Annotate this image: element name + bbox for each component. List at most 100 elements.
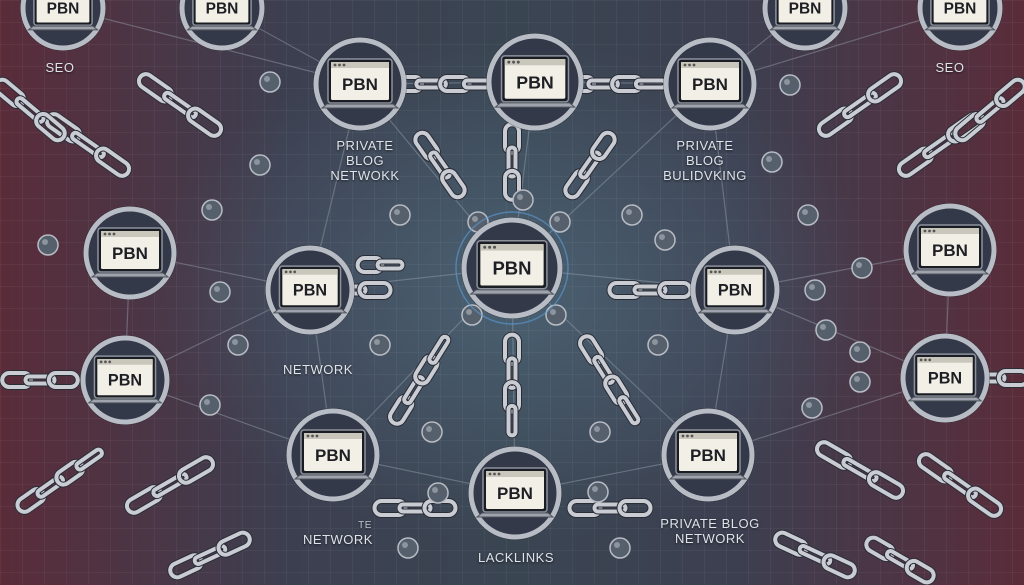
laptop-base bbox=[910, 269, 990, 275]
connector-dot-highlight bbox=[809, 284, 815, 290]
pbn-node-label: PBN bbox=[944, 0, 977, 17]
laptop-screen bbox=[917, 357, 973, 394]
laptop-icon: PBN bbox=[924, 0, 996, 31]
window-dot bbox=[293, 270, 297, 274]
chain-link bbox=[607, 281, 643, 299]
window-dot bbox=[928, 229, 931, 233]
chain-link bbox=[428, 150, 452, 180]
laptop-base bbox=[469, 289, 555, 295]
chain-link bbox=[567, 499, 603, 517]
connector-dot-highlight bbox=[806, 402, 812, 408]
chain-link bbox=[563, 168, 590, 200]
laptop-icon: PBN bbox=[469, 239, 555, 295]
laptop-screen bbox=[778, 0, 832, 23]
chain-link bbox=[14, 96, 46, 124]
connector-dot-highlight bbox=[264, 76, 270, 82]
pbn-node-label: PBN bbox=[690, 446, 726, 465]
chain-link bbox=[151, 471, 189, 499]
screen-titlebar bbox=[101, 231, 159, 237]
chain-link bbox=[866, 470, 906, 500]
connector-dot-highlight bbox=[856, 262, 862, 268]
chain-link bbox=[192, 543, 228, 567]
chain-link bbox=[216, 530, 252, 557]
connector-dot-icon bbox=[587, 481, 609, 503]
connector-dot-icon bbox=[779, 74, 801, 96]
pbn-node-label: PBN bbox=[315, 446, 351, 465]
chain-link-icon bbox=[772, 529, 858, 581]
window-dot bbox=[919, 358, 923, 362]
window-dot bbox=[104, 360, 107, 364]
laptop-icon: PBN bbox=[186, 0, 258, 31]
chain-link bbox=[357, 281, 393, 299]
chain-link bbox=[816, 106, 854, 138]
window-dot bbox=[690, 434, 694, 438]
connector-dot-icon bbox=[249, 154, 271, 176]
pbn-node: PBN bbox=[486, 33, 584, 131]
chain-link bbox=[842, 90, 878, 120]
laptop-base bbox=[670, 103, 750, 109]
chain-link bbox=[136, 72, 174, 104]
chain-link-icon bbox=[0, 370, 81, 390]
pbn-node-label: PBN bbox=[112, 244, 148, 263]
pbn-node: PBN bbox=[900, 333, 990, 423]
connector-dot-highlight bbox=[854, 346, 860, 352]
chain-link-icon bbox=[502, 121, 522, 203]
connector-dot-icon bbox=[201, 199, 223, 221]
connector-dot-icon bbox=[37, 234, 59, 256]
laptop-icon: PBN bbox=[668, 429, 748, 480]
connector-dot-highlight bbox=[394, 209, 400, 215]
screen-titlebar bbox=[679, 433, 737, 439]
chain-link bbox=[578, 150, 602, 180]
connector-dot-highlight bbox=[466, 309, 472, 315]
pbn-node: PBN bbox=[80, 335, 170, 425]
chain-link bbox=[953, 112, 986, 143]
seo-label-right: SEO bbox=[935, 60, 965, 75]
private-blog-building-label: PRIVATE BLOG BULIDVKING bbox=[663, 138, 747, 183]
connector-dot-icon bbox=[427, 482, 449, 504]
laptop-icon: PBN bbox=[320, 58, 400, 109]
laptop-icon: PBN bbox=[475, 467, 555, 518]
pbn-node: PBN bbox=[690, 245, 780, 335]
chain-link-icon bbox=[952, 76, 1024, 144]
chain-link bbox=[46, 371, 80, 389]
chain-link bbox=[942, 470, 978, 500]
laptop-base bbox=[320, 103, 400, 109]
screen-titlebar bbox=[486, 471, 544, 477]
chain-link bbox=[592, 502, 628, 514]
chain-link-icon bbox=[815, 71, 905, 139]
chain-link bbox=[0, 371, 34, 389]
chain-link bbox=[974, 96, 1006, 124]
chain-link bbox=[578, 334, 605, 366]
laptop-screen bbox=[679, 433, 737, 471]
laptop-screen bbox=[101, 231, 159, 269]
window-dot bbox=[315, 434, 319, 438]
connector-dot-highlight bbox=[426, 426, 432, 432]
laptop-icon: PBN bbox=[493, 55, 577, 108]
connector-dot-icon bbox=[804, 279, 826, 301]
window-dot bbox=[108, 360, 112, 364]
chain-link bbox=[896, 146, 934, 178]
pbn-node: PBN bbox=[455, 211, 569, 325]
chain-link bbox=[15, 487, 47, 514]
chain-link bbox=[617, 395, 641, 426]
laptop-screen bbox=[486, 471, 544, 509]
chain-link bbox=[74, 447, 104, 472]
chain-link bbox=[821, 553, 857, 580]
pbn-node-label: PBN bbox=[492, 258, 531, 279]
pbn-node: PBN bbox=[83, 206, 177, 300]
connector-dot-icon bbox=[227, 334, 249, 356]
chain-link-icon bbox=[863, 534, 937, 585]
connector-dot-icon bbox=[199, 394, 221, 416]
chain-link bbox=[427, 334, 451, 365]
connector-dot-highlight bbox=[204, 399, 210, 405]
pbn-node: PBN bbox=[917, 0, 1003, 51]
window-dot bbox=[928, 358, 932, 362]
connector-dot-highlight bbox=[784, 79, 790, 85]
screen-titlebar bbox=[480, 244, 544, 251]
connector-dot-highlight bbox=[254, 159, 260, 165]
laptop-screen bbox=[681, 62, 739, 100]
laptop-screen bbox=[504, 59, 566, 99]
laptop-screen bbox=[707, 269, 763, 306]
window-dot bbox=[709, 270, 713, 274]
chain-link bbox=[590, 130, 617, 162]
